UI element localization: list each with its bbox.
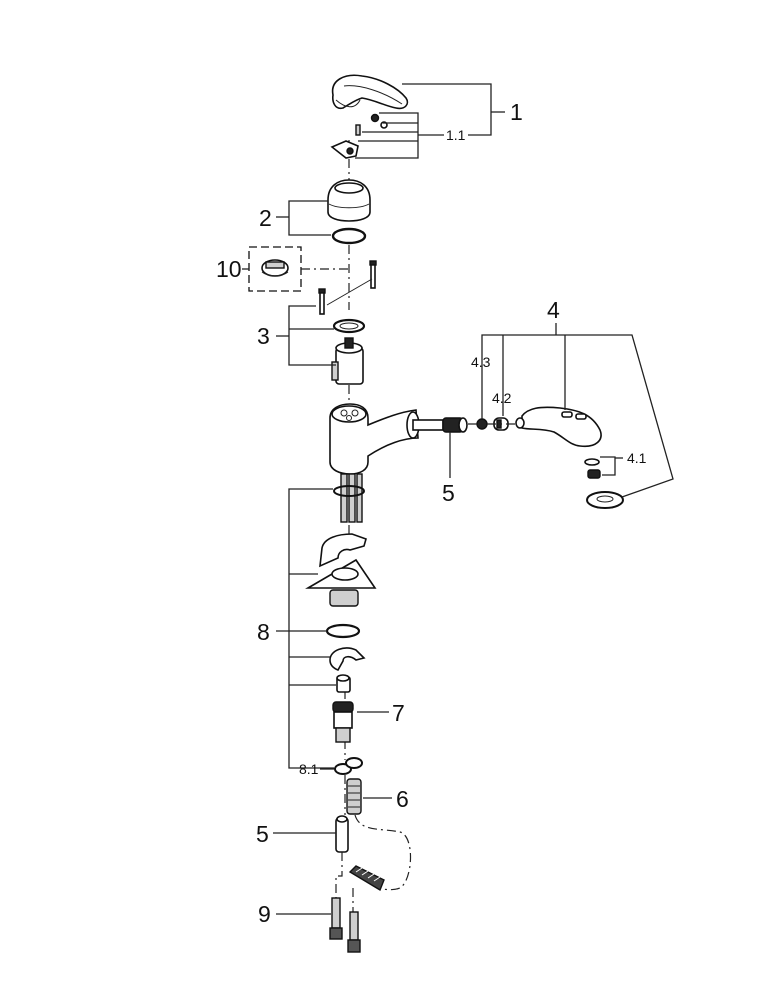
label-part-8-1: 8.1 [299, 761, 319, 777]
leader-2 [276, 200, 331, 236]
part-3-ring[interactable] [332, 318, 366, 334]
label-part-10: 10 [216, 256, 242, 282]
part-1-1-screw-set[interactable] [330, 113, 388, 159]
label-part-1: 1 [510, 99, 523, 125]
hose-loop [354, 814, 412, 891]
leader-1 [355, 83, 505, 159]
part-4-1-aerator-set[interactable] [584, 458, 624, 509]
part-3-screws[interactable] [318, 260, 377, 315]
faucet-body[interactable] [329, 403, 444, 475]
hose-spring[interactable] [348, 865, 385, 892]
label-part-1-1: 1.1 [446, 127, 466, 143]
part-8-triangle-plate[interactable] [305, 558, 377, 607]
label-part-2: 2 [259, 205, 272, 231]
label-part-5-lower: 5 [256, 821, 269, 847]
label-part-4-1: 4.1 [627, 450, 647, 466]
label-part-4-2: 4.2 [492, 390, 512, 406]
part-8-half-washer[interactable] [319, 533, 367, 568]
label-part-4-3: 4.3 [471, 354, 491, 370]
label-part-8: 8 [257, 619, 270, 645]
part-4-spray-head[interactable] [515, 406, 602, 448]
part-6-hose-weight[interactable] [346, 778, 362, 815]
part-1-lever-handle[interactable] [331, 74, 409, 110]
label-part-4: 4 [547, 297, 560, 323]
label-part-6: 6 [396, 786, 409, 812]
part-2-cap[interactable] [327, 179, 371, 222]
part-8-washer[interactable] [325, 623, 361, 639]
leader-4 [481, 323, 674, 498]
part-3-cartridge[interactable] [331, 337, 364, 385]
label-part-7: 7 [392, 700, 405, 726]
part-8-horseshoe[interactable] [329, 647, 366, 672]
part-9-supply-hoses[interactable] [329, 852, 361, 953]
label-part-5-upper: 5 [442, 480, 455, 506]
part-8-nut[interactable] [336, 674, 351, 693]
part-10-cartridge-cap[interactable] [248, 246, 302, 292]
part-5-hose-end[interactable] [335, 815, 349, 853]
part-7-valve[interactable] [332, 701, 354, 743]
part-8-1-washers[interactable] [334, 757, 363, 775]
part-5-hose-connector[interactable] [442, 417, 468, 433]
leader-3 [276, 305, 336, 366]
label-part-9: 9 [258, 901, 271, 927]
leader-8 [276, 488, 336, 769]
part-2-o-ring[interactable] [331, 227, 367, 245]
label-part-3: 3 [257, 323, 270, 349]
body-hoses[interactable] [333, 473, 365, 523]
